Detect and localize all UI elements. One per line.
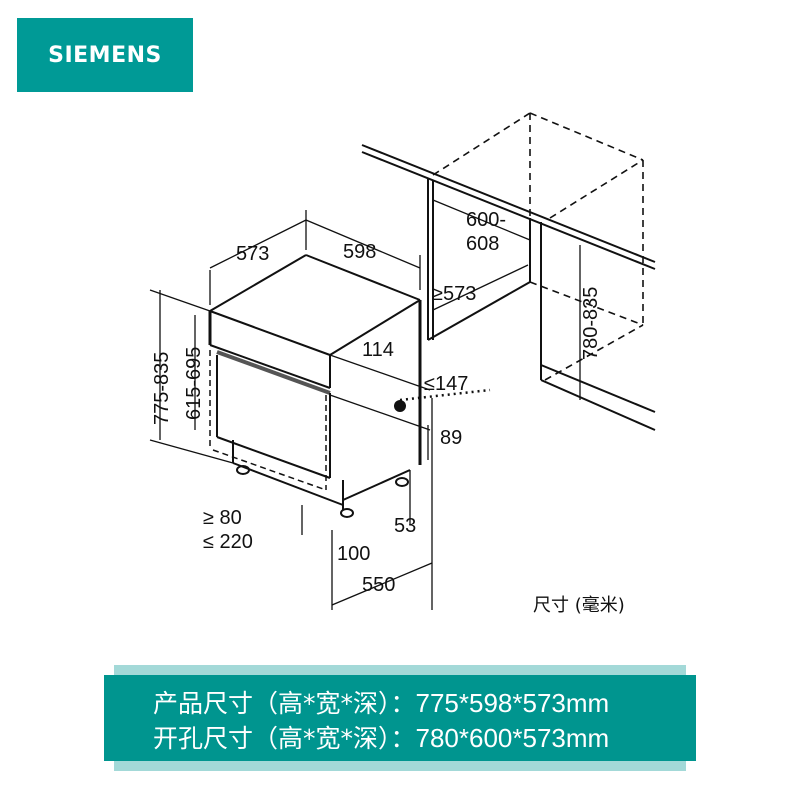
cutout-size-row: 开孔尺寸（高*宽*深）：780*600*573mm xyxy=(153,723,609,754)
dim-depth: 573 xyxy=(236,243,269,265)
cutout-size-value: 780*600*573mm xyxy=(415,723,610,753)
brand-name: SIEMENS xyxy=(48,42,162,68)
dim-foot-setback: 100 xyxy=(337,543,370,565)
product-size-label: 产品尺寸（高*宽*深）： xyxy=(153,689,416,718)
dim-body-height: 615-695 xyxy=(183,347,205,420)
dim-foot-depth: 550 xyxy=(362,574,395,596)
cutout-size-label: 开孔尺寸（高*宽*深）： xyxy=(153,724,416,753)
siemens-logo: SIEMENS xyxy=(17,18,193,92)
dim-overall-height: 775-835 xyxy=(151,352,173,425)
unit-label: 尺寸 (毫米) xyxy=(533,595,625,616)
product-size-value: 775*598*573mm xyxy=(415,688,610,718)
dim-foot-max: ≤ 220 xyxy=(203,531,253,553)
product-size-row: 产品尺寸（高*宽*深）：775*598*573mm xyxy=(153,688,609,719)
dim-foot-min: ≥ 80 xyxy=(203,507,242,529)
dim-niche-depth: ≥573 xyxy=(432,283,476,305)
dim-width: 598 xyxy=(343,241,376,263)
dim-connection: ≤147 xyxy=(424,373,468,395)
dim-niche-height: 780-835 xyxy=(580,287,602,360)
dim-side-offset: 53 xyxy=(394,515,416,537)
dim-niche-width-1: 600- xyxy=(466,209,506,231)
dim-niche-width-2: 608 xyxy=(466,233,499,255)
spec-band xyxy=(104,675,696,761)
dim-panel-offset: 114 xyxy=(362,339,394,361)
dim-plinth: 89 xyxy=(440,427,462,449)
